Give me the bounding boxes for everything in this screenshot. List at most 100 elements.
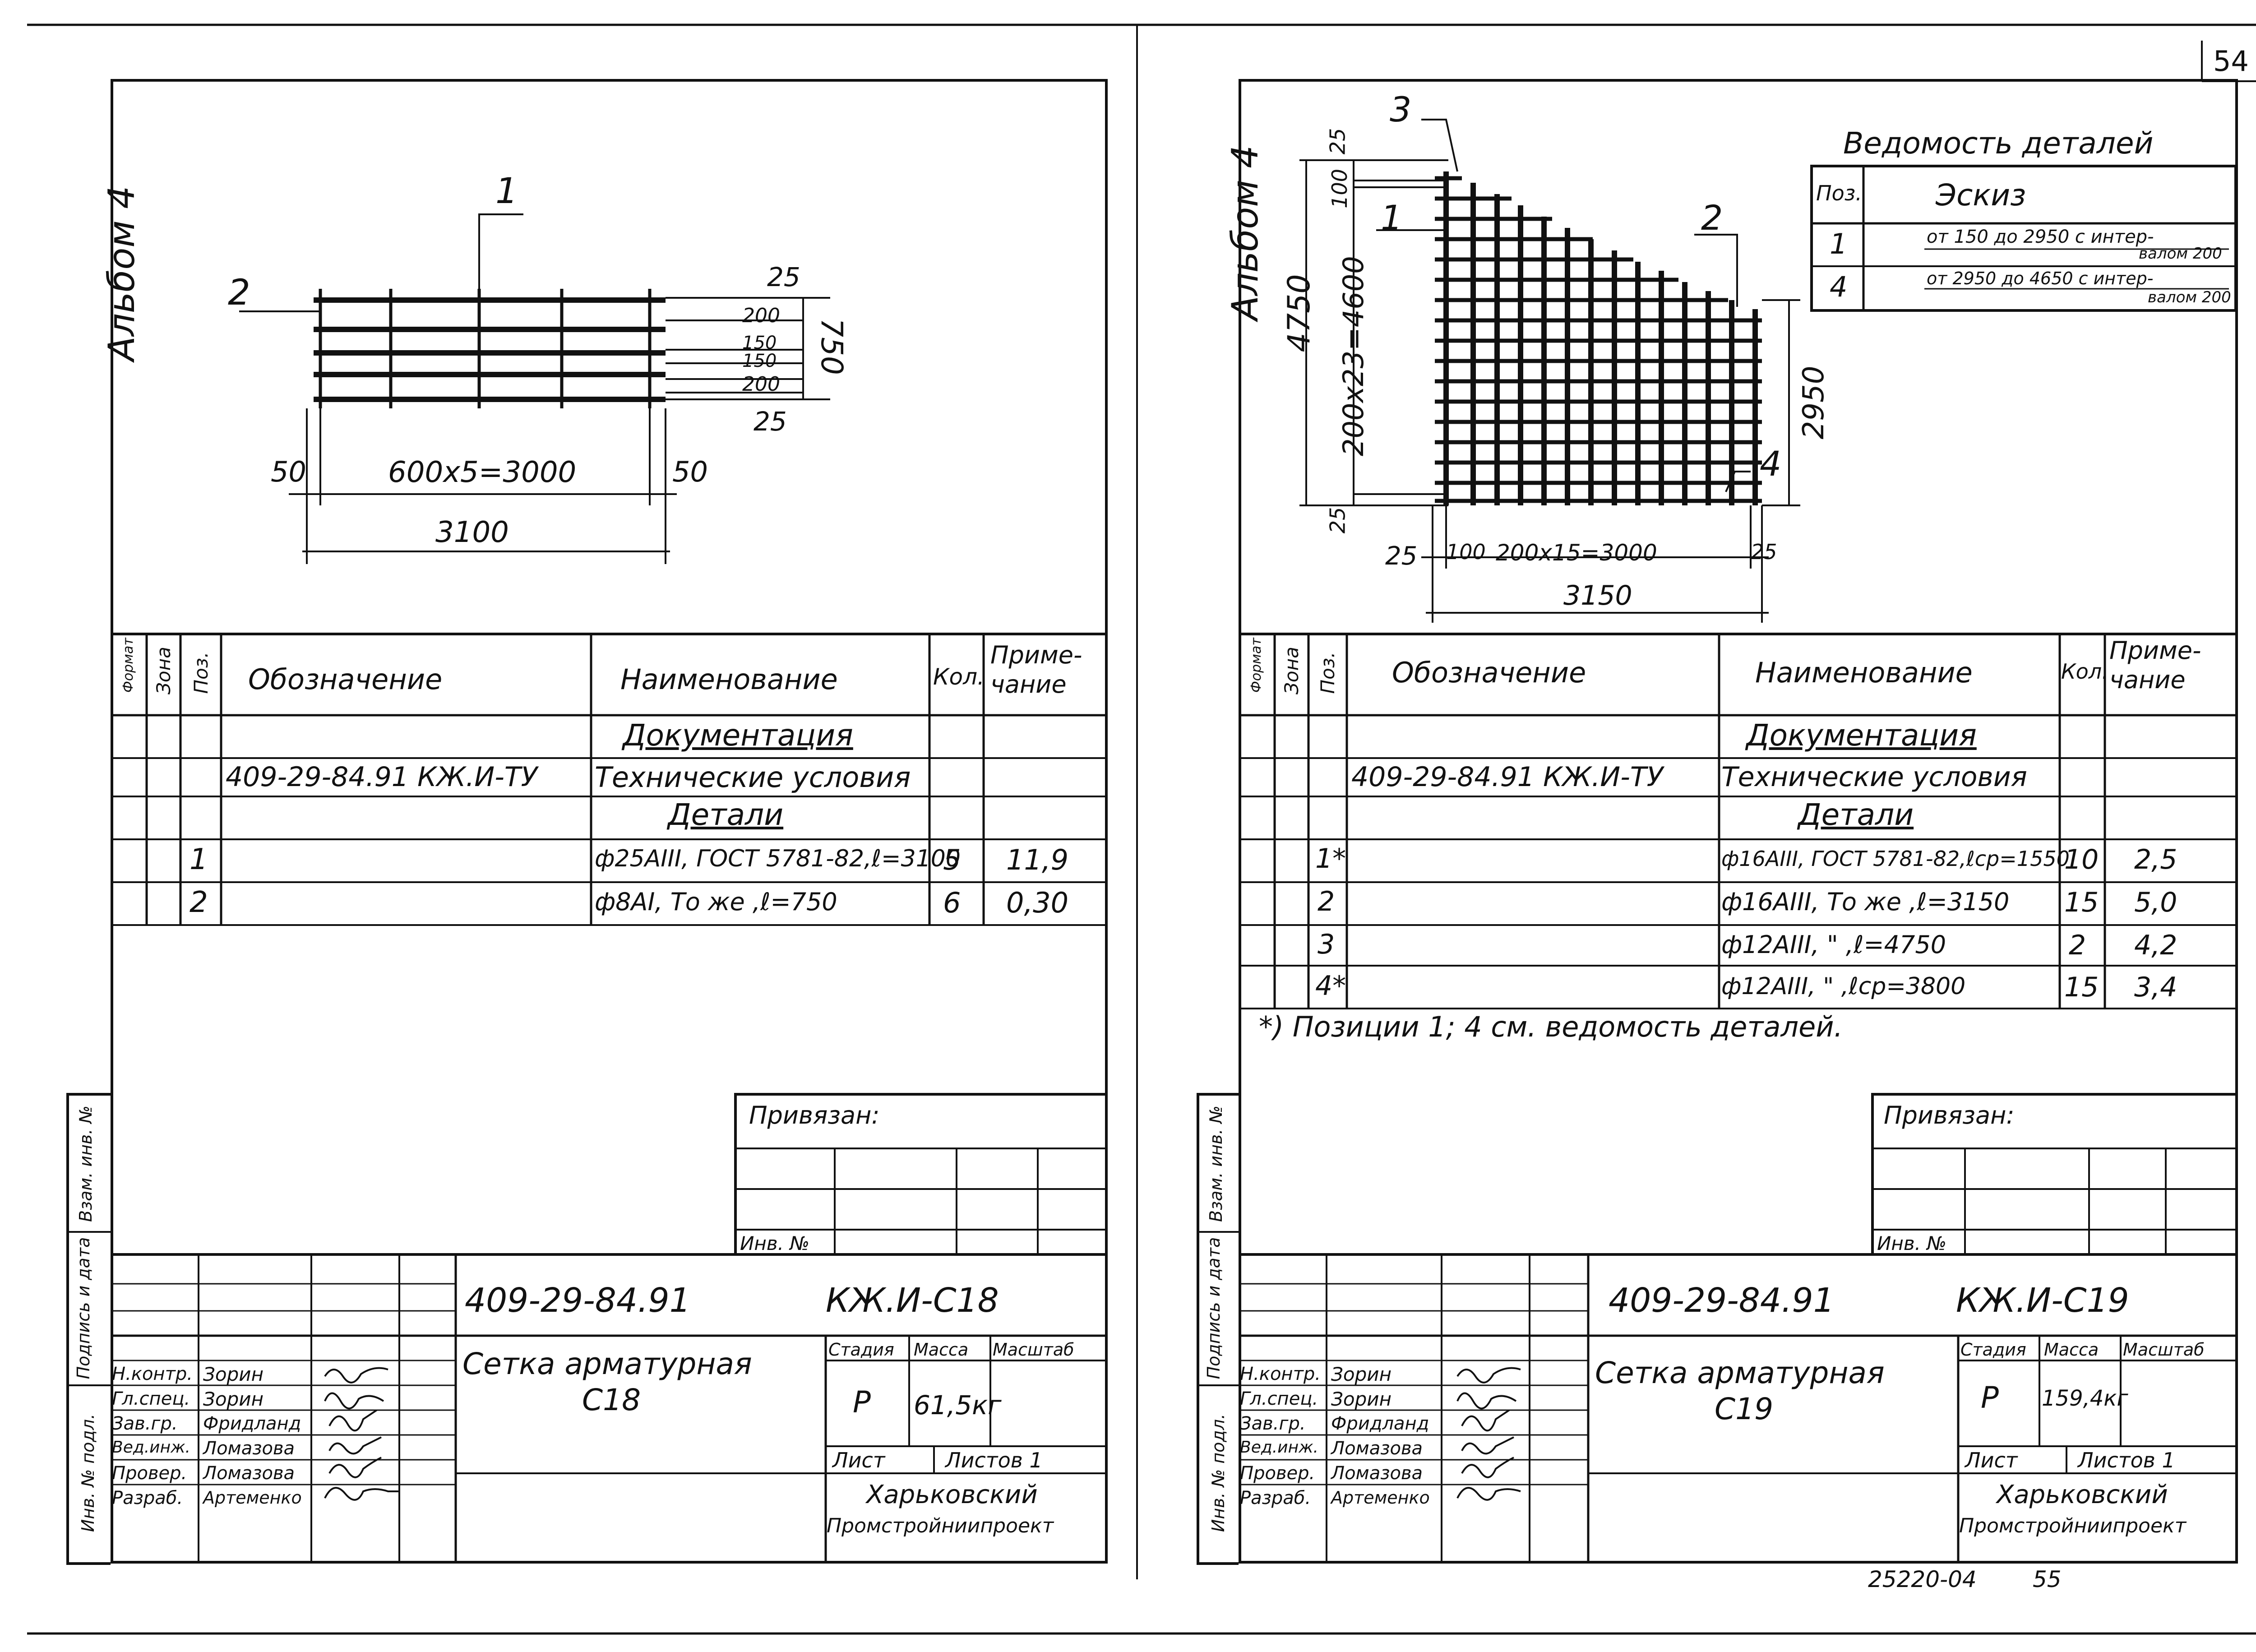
right-doc-code: 409-29-84.91 КЖ.И-ТУ <box>1351 761 1664 793</box>
right-col-name: Наименование <box>1755 656 1973 689</box>
right-pos-2-leader: 2 <box>1701 198 1723 238</box>
right-details-row-2-line-1: от 2950 до 4650 с интер- <box>1927 268 2154 288</box>
left-role-4: Вед.инж. <box>112 1438 190 1457</box>
right-mass-value: 159,4кг <box>2042 1386 2128 1411</box>
right-org-2: Промстройниипроект <box>1959 1514 2187 1537</box>
right-row-2-qty: 15 <box>2064 887 2099 918</box>
right-role-2: Гл.спец. <box>1240 1388 1318 1409</box>
right-doc-name: Технические условия <box>1721 761 2027 793</box>
left-dim-3100: 3100 <box>435 516 509 549</box>
right-drawing-frame <box>1239 79 2238 1564</box>
right-col-qty: Кол. <box>2061 659 2108 684</box>
right-role-5: Провер. <box>1240 1463 1315 1484</box>
left-role-2: Гл.спец. <box>112 1388 190 1409</box>
right-row-4-name: ф12АIII, " ,ℓср=3800 <box>1721 973 1966 1000</box>
right-row-1-name: ф16АIII, ГОСТ 5781-82,ℓср=1550 <box>1721 847 2070 871</box>
left-title-name-2: С18 <box>582 1383 641 1417</box>
right-row-4-qty: 15 <box>2064 972 2099 1003</box>
right-dim-spacing: 200x15=3000 <box>1496 540 1657 566</box>
right-pos-4-leader: 4 <box>1760 444 1782 484</box>
right-doc-mark: КЖ.И-С19 <box>1956 1281 2129 1320</box>
left-dim-200-b: 200 <box>742 373 780 396</box>
right-row-3-name: ф12АIII, " ,ℓ=4750 <box>1721 930 1946 959</box>
left-role-3: Зав.гр. <box>112 1413 178 1434</box>
left-col-note-2: чание <box>990 670 1067 699</box>
right-spec-footnote: *) Позиции 1; 4 см. ведомость деталей. <box>1259 1010 1843 1043</box>
right-dim-3150: 3150 <box>1563 580 1632 611</box>
left-role-6: Разраб. <box>112 1488 183 1509</box>
left-person-6: Артеменко <box>203 1488 302 1508</box>
footer-code: 25220-04 <box>1868 1566 1977 1592</box>
left-person-2: Зорин <box>203 1388 264 1410</box>
right-dim-25-right: 25 <box>1751 540 1777 564</box>
right-title-name-1: Сетка арматурная <box>1595 1356 1885 1390</box>
right-title-name-2: С19 <box>1715 1392 1774 1426</box>
right-row-1-pos: 1* <box>1315 843 1346 875</box>
right-details-col-sketch: Эскиз <box>1936 178 2026 213</box>
left-privyazan-label: Привязан: <box>749 1101 880 1129</box>
right-role-1: Н.контр. <box>1240 1364 1321 1384</box>
right-person-2: Зорин <box>1331 1388 1392 1410</box>
right-person-4: Ломазова <box>1331 1438 1423 1459</box>
right-row-4-pos: 4* <box>1315 970 1346 1002</box>
left-drawing-frame <box>111 79 1108 1564</box>
right-pos-1-leader: 1 <box>1381 198 1403 238</box>
left-doc-name: Технические условия <box>595 761 911 794</box>
left-stage-value: Р <box>853 1385 871 1420</box>
left-dim-50-right: 50 <box>672 455 708 488</box>
left-sheets-label: Листов 1 <box>945 1448 1043 1472</box>
left-dim-150-b: 150 <box>742 351 777 371</box>
left-col-mass: Масса <box>914 1340 969 1360</box>
right-role-4: Вед.инж. <box>1240 1438 1318 1457</box>
right-doc-number: 409-29-84.91 <box>1609 1281 1835 1320</box>
right-row-2-note: 5,0 <box>2134 887 2177 918</box>
left-dim-25-top: 25 <box>767 262 800 292</box>
right-col-mass: Масса <box>2044 1340 2099 1360</box>
right-col-stage: Стадия <box>1960 1340 2026 1360</box>
left-dim-200-a: 200 <box>742 304 780 327</box>
right-sheet-label: Лист <box>1965 1448 2018 1472</box>
right-org-1: Харьковский <box>1997 1480 2168 1509</box>
right-row-1-qty: 10 <box>2064 844 2099 875</box>
left-role-1: Н.контр. <box>112 1364 193 1384</box>
left-doc-code: 409-29-84.91 КЖ.И-ТУ <box>226 761 538 793</box>
right-section-documentation: Документация <box>1746 718 1977 753</box>
right-person-3: Фридланд <box>1331 1413 1429 1434</box>
right-row-2-name: ф16АIII, То же ,ℓ=3150 <box>1721 888 2010 916</box>
right-col-scale: Масштаб <box>2123 1340 2205 1360</box>
left-section-details: Детали <box>668 797 784 832</box>
left-row-2-note: 0,30 <box>1006 886 1069 919</box>
left-mass-value: 61,5кг <box>914 1390 1002 1421</box>
left-dim-150-a: 150 <box>742 333 777 353</box>
left-row-1-name: ф25АIII, ГОСТ 5781-82,ℓ=3100 <box>595 845 961 872</box>
right-person-5: Ломазова <box>1331 1463 1423 1484</box>
left-mesh-bars <box>314 297 666 402</box>
right-row-2-pos: 2 <box>1318 886 1335 917</box>
left-person-4: Ломазова <box>203 1438 295 1459</box>
left-doc-mark: КЖ.И-С18 <box>826 1281 999 1320</box>
left-row-1-note: 11,9 <box>1006 843 1069 876</box>
page-number: 54 <box>2213 45 2249 78</box>
right-row-3-qty: 2 <box>2069 930 2086 961</box>
right-col-note-1: Приме- <box>2109 636 2201 665</box>
left-col-note-1: Приме- <box>990 641 1082 669</box>
left-mesh-cross-bars <box>319 289 652 408</box>
footer-page: 55 <box>2033 1566 2062 1592</box>
right-person-1: Зорин <box>1331 1363 1392 1385</box>
right-mesh-horizontal-bars <box>1435 176 1762 503</box>
left-col-name: Наименование <box>620 663 838 696</box>
right-sheets-label: Листов 1 <box>2078 1448 2175 1472</box>
right-details-title: Ведомость деталей <box>1843 126 2154 161</box>
right-dim-100-left: 100 <box>1446 540 1486 564</box>
left-dim-50-left: 50 <box>271 455 306 488</box>
right-row-1-note: 2,5 <box>2134 844 2177 875</box>
